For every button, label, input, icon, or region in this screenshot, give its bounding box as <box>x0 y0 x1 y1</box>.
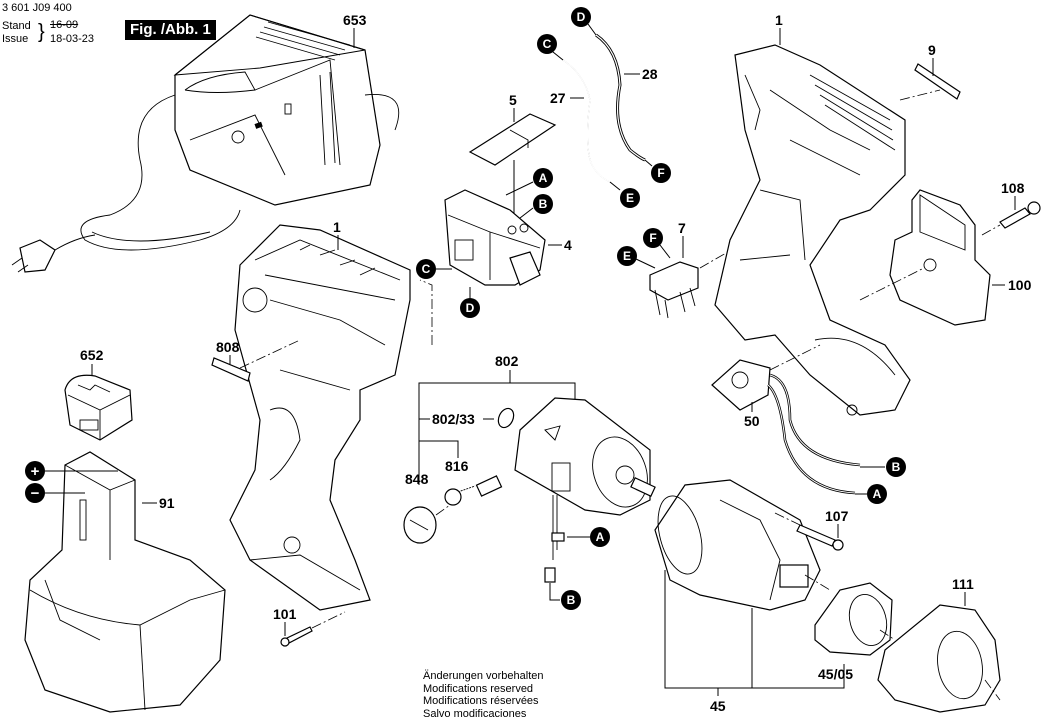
svg-text:C: C <box>543 37 552 51</box>
svg-text:B: B <box>567 593 576 607</box>
badge-e-connector: E <box>617 246 656 269</box>
switch-cover-5 <box>468 113 557 166</box>
badge-b-module: B <box>860 457 906 477</box>
label-45: 45 <box>710 698 726 714</box>
screw-108 <box>981 201 1041 236</box>
svg-text:−: − <box>31 485 40 502</box>
label-100: 100 <box>1008 277 1032 293</box>
label-9: 9 <box>928 42 936 58</box>
svg-text:A: A <box>596 530 605 544</box>
footer-line-fr: Modifications réservées <box>423 695 539 707</box>
badge-e-cable: E <box>609 181 640 208</box>
label-108: 108 <box>1001 180 1025 196</box>
screw-107 <box>774 512 844 551</box>
label-652: 652 <box>80 347 104 363</box>
badge-d-top: D <box>571 7 597 36</box>
svg-text:C: C <box>422 262 431 276</box>
label-4: 4 <box>564 237 572 253</box>
belt-clip-100 <box>859 189 991 326</box>
label-28: 28 <box>642 66 658 82</box>
document-number: 3 601 J09 400 <box>2 2 72 14</box>
label-plate-9 <box>914 63 961 100</box>
badge-f-connector: F <box>643 228 671 259</box>
brace-icon: } <box>38 21 45 43</box>
issue-label: Issue <box>2 33 29 45</box>
label-plate-808 <box>211 339 301 382</box>
old-date: 16-09 <box>50 19 79 31</box>
nose-cap-45-05 <box>814 582 893 656</box>
svg-text:B: B <box>892 460 901 474</box>
label-50: 50 <box>744 413 760 429</box>
brush-816 <box>444 475 503 506</box>
label-45-05: 45/05 <box>818 666 853 682</box>
label-5: 5 <box>509 92 517 108</box>
footer-line-de: Änderungen vorbehalten <box>423 670 544 682</box>
badge-d-switch: D <box>460 287 480 318</box>
badge-b-switch: B <box>519 194 553 219</box>
footer-line-en: Modifications reserved <box>423 682 534 695</box>
label-27: 27 <box>550 90 566 106</box>
svg-text:F: F <box>649 231 656 245</box>
cable-27 <box>562 59 611 183</box>
badge-plus: + <box>25 461 45 481</box>
label-808: 808 <box>216 339 240 355</box>
figure-label: Fig. /Abb. 1 <box>125 20 216 40</box>
issue-date: 18-03-23 <box>50 33 95 45</box>
cable-28 <box>595 33 646 162</box>
switch-4 <box>444 189 546 286</box>
svg-text:+: + <box>31 463 40 480</box>
label-816: 816 <box>445 458 469 474</box>
badge-b-motor: B <box>549 583 581 610</box>
modifications-note: Änderungen vorbehalten Modifications res… <box>423 670 543 720</box>
electronics-module-50 <box>711 344 861 495</box>
badge-f-cable: F <box>644 159 671 183</box>
ring-802-33 <box>497 407 515 429</box>
connector-block-7 <box>649 244 741 319</box>
motor-802 <box>514 397 656 583</box>
svg-text:D: D <box>466 301 475 315</box>
label-802-33: 802/33 <box>432 411 475 427</box>
svg-text:E: E <box>626 191 634 205</box>
brush-cap-848 <box>403 504 451 544</box>
label-802: 802 <box>495 353 519 369</box>
svg-text:D: D <box>577 10 586 24</box>
stand-label: Stand <box>2 20 31 32</box>
badge-a-switch: A <box>505 168 553 196</box>
badge-a-motor: A <box>567 527 610 547</box>
label-848: 848 <box>405 471 429 487</box>
charger-653 <box>11 14 400 273</box>
svg-text:A: A <box>873 487 882 501</box>
badge-c-top: C <box>537 34 564 61</box>
svg-text:F: F <box>657 166 664 180</box>
label-91: 91 <box>159 495 175 511</box>
svg-text:E: E <box>623 249 631 263</box>
bumper-111 <box>877 604 1001 713</box>
battery-pack-91 <box>24 451 226 713</box>
label-1-right: 1 <box>775 12 783 28</box>
battery-cap-652 <box>64 374 133 441</box>
housing-left-1 <box>229 224 433 611</box>
svg-text:B: B <box>539 197 548 211</box>
gear-housing-45 <box>654 479 831 611</box>
label-7: 7 <box>678 220 686 236</box>
housing-right-1 <box>714 44 941 416</box>
badge-c-switch: C <box>416 259 452 279</box>
label-107: 107 <box>825 508 849 524</box>
badge-minus: − <box>25 483 45 503</box>
badge-a-module: A <box>855 484 887 504</box>
label-101: 101 <box>273 606 297 622</box>
label-111: 111 <box>952 576 974 592</box>
label-1-left: 1 <box>333 219 341 235</box>
label-653: 653 <box>343 12 367 28</box>
motor-bracket <box>418 370 576 485</box>
footer-line-es: Salvo modificaciones <box>423 707 527 720</box>
screw-101 <box>280 611 346 647</box>
svg-text:A: A <box>539 171 548 185</box>
